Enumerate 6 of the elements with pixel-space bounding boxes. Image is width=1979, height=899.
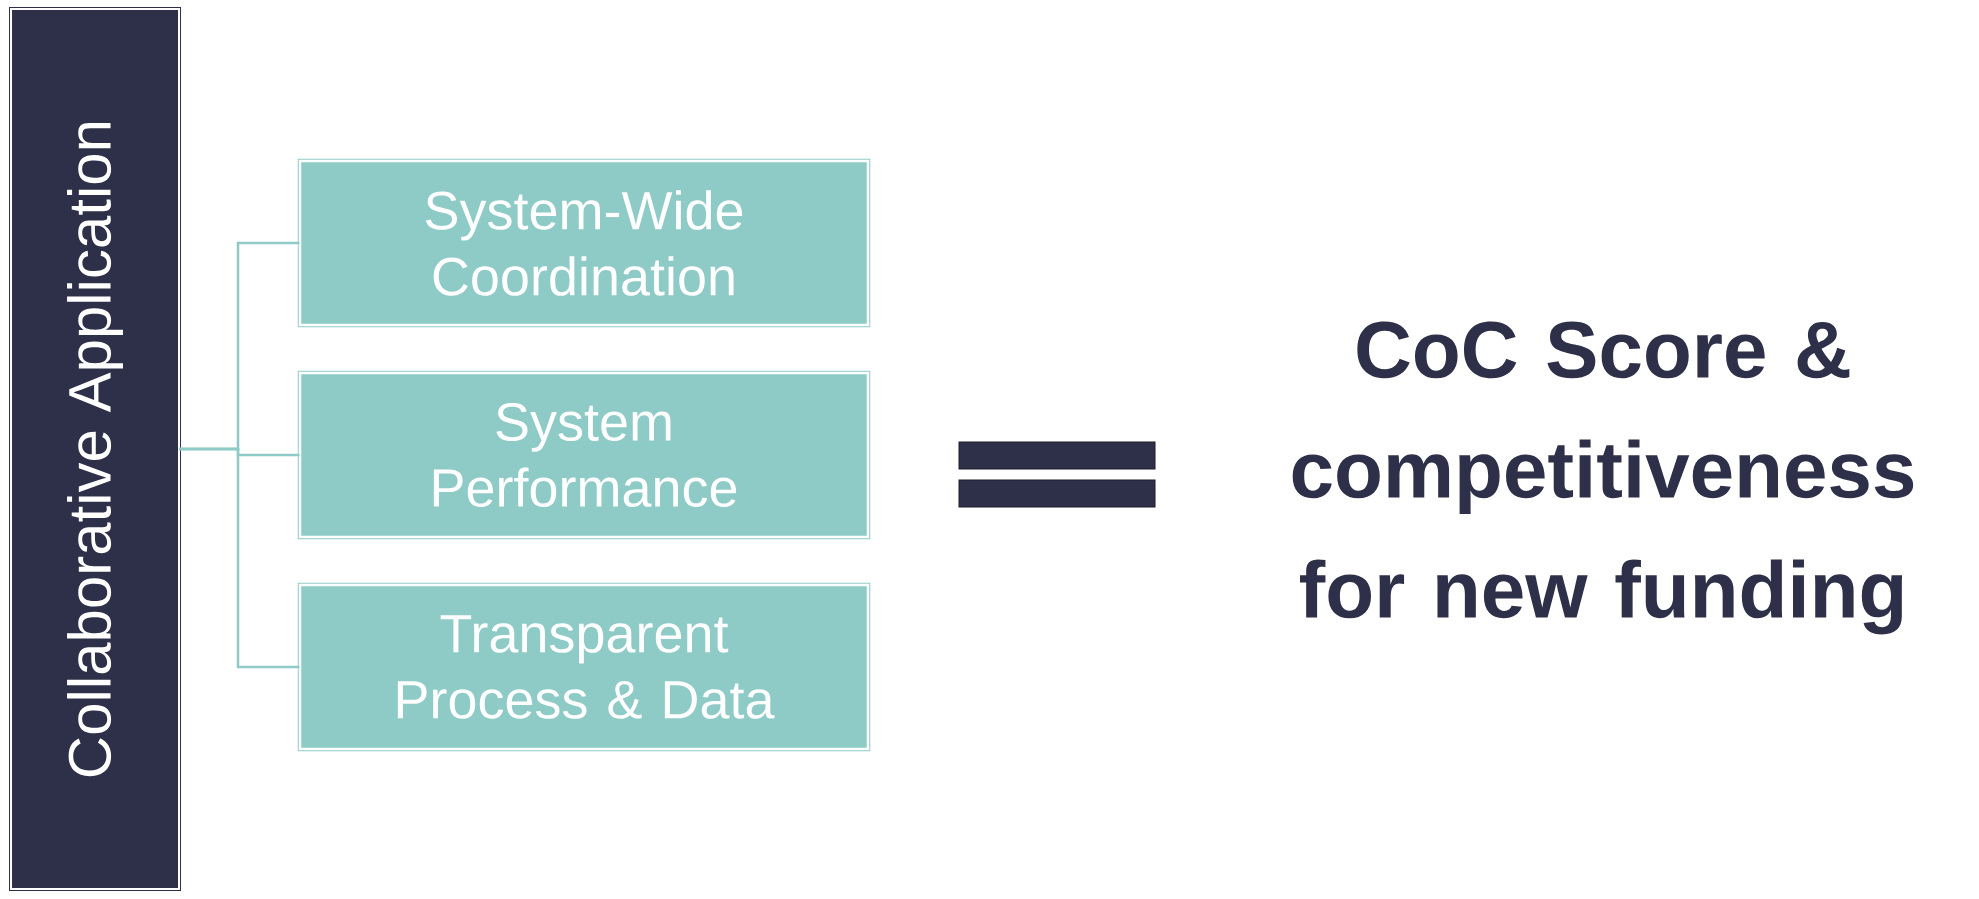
category-box: Transparent Process & Data — [297, 582, 871, 752]
sidebar-box: Collaborative Application — [9, 7, 181, 891]
result-text: CoC Score & competitiveness for new funding — [1292, 321, 1914, 635]
category-box: System-Wide Coordination — [297, 158, 871, 328]
connector-line — [179, 447, 300, 669]
category-box: System Performance — [297, 370, 871, 540]
